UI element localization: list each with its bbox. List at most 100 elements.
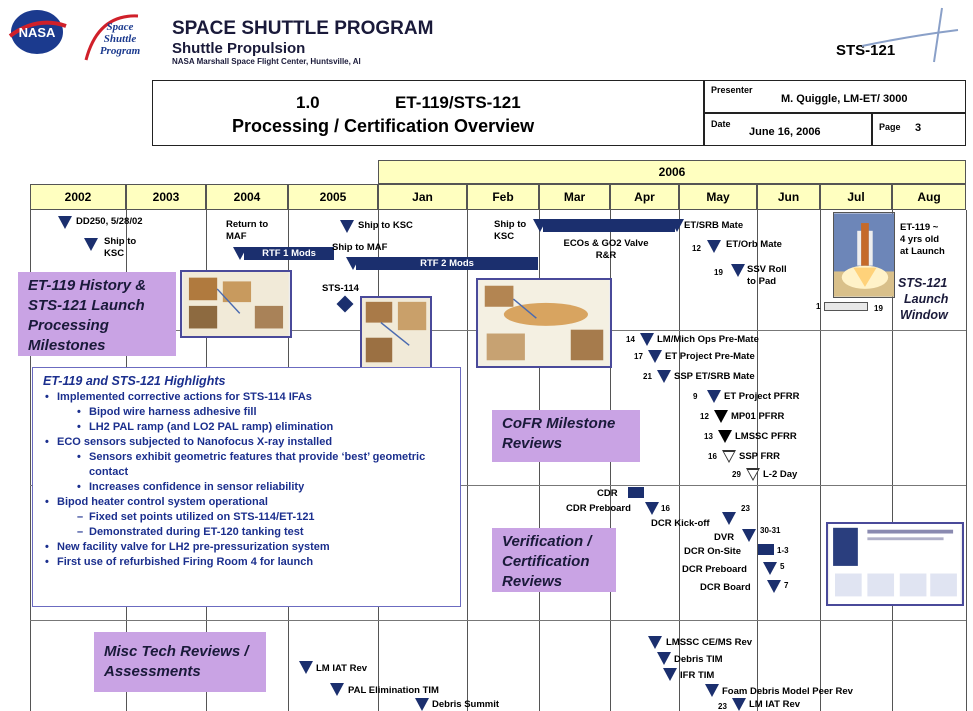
highlight-item: ECO sensors subjected to Nanofocus X-ray… [43, 435, 450, 450]
cofr-milestone-marker [648, 350, 662, 363]
debris-tim-label: Debris TIM [674, 654, 723, 665]
program-subtitle: Shuttle Propulsion [172, 40, 306, 57]
highlight-item: Bipod wire harness adhesive fill [43, 405, 450, 420]
cofr-event-number: 16 [708, 452, 717, 461]
eco-go2-line2: R&R [595, 250, 617, 261]
launch-window-bar [824, 302, 868, 311]
page-subtitle: Processing / Certification Overview [232, 116, 535, 136]
et-processing-photo-1 [180, 270, 292, 338]
column-header: 2002 [30, 184, 126, 210]
dcr-onsite-bar [758, 544, 774, 555]
cofr-event-label: ET Project PFRR [724, 391, 800, 402]
highlight-item: Fixed set points utilized on STS-114/ET-… [43, 510, 450, 525]
highlights-list: Implemented corrective actions for STS-1… [43, 390, 450, 570]
verification-section-label: Verification / Certification Reviews [492, 528, 616, 592]
ssp-logo-line-3: Program [100, 45, 141, 57]
et-processing-photo-2 [360, 296, 432, 370]
highlight-item: Sensors exhibit geometric features that … [43, 450, 450, 480]
milestone-marker [705, 684, 719, 697]
cofr-milestone-marker [722, 450, 736, 463]
column-header: Feb [467, 184, 539, 210]
history-label-line4: Milestones [28, 337, 106, 354]
milestone-marker [299, 661, 313, 674]
column-header: 2005 [288, 184, 378, 210]
cofr-milestone-marker [640, 333, 654, 346]
sts114-label: STS-114 [322, 283, 359, 294]
history-section-label: ET-119 History & STS-121 Launch Processi… [18, 272, 176, 356]
history-label-line2: STS-121 Launch [28, 297, 145, 314]
ssp-logo-line-2: Shuttle [104, 33, 137, 45]
misc-section-label: Misc Tech Reviews / Assessments [94, 632, 266, 692]
cofr-milestone-marker [746, 468, 760, 481]
column-header: 2003 [126, 184, 206, 210]
column-header: Jul [820, 184, 892, 210]
milestone-marker [340, 220, 354, 233]
et119-age-line1: ET-119 ~ [900, 222, 939, 233]
milestone-marker [663, 668, 677, 681]
dcr-kickoff-num: 23 [741, 504, 750, 513]
space-shuttle-program-logo: Space Shuttle Program [84, 14, 141, 61]
et119-age-line3: at Launch [900, 246, 945, 257]
column-header: Apr [610, 184, 679, 210]
ship-ksc-1-line1: Ship to [104, 236, 137, 247]
cdr-bar [628, 487, 644, 498]
misc-label-line2: Assessments [104, 663, 201, 680]
misc-label-line1: Misc Tech Reviews / [104, 643, 249, 660]
cofr-milestone-marker [718, 430, 732, 443]
column-header: Jun [757, 184, 820, 210]
milestone-marker [415, 698, 429, 711]
cofr-event-label: SSP ET/SRB Mate [674, 371, 755, 382]
mission-label: STS-121 [836, 42, 896, 59]
rtf2-bar: RTF 2 Mods [356, 257, 538, 270]
grid-line [966, 210, 967, 711]
cdr-preboard-num: 16 [661, 504, 670, 513]
highlights-title: ET-119 and STS-121 Highlights [43, 374, 226, 388]
grid-line [757, 210, 758, 711]
page-label: Page [879, 122, 901, 132]
year-2006-header: 2006 [378, 160, 966, 184]
grid-line [30, 210, 31, 711]
cofr-milestone-marker [707, 390, 721, 403]
dcr-board-label: DCR Board [700, 582, 751, 593]
milestone-marker [763, 562, 777, 575]
presenter-value: M. Quiggle, LM-ET/ 3000 [781, 93, 908, 105]
verification-label-line2: Certification [502, 553, 590, 570]
eco-go2-bar [543, 219, 675, 232]
pal-tim-label: PAL Elimination TIM [348, 685, 439, 696]
milestone-marker [731, 264, 745, 277]
page-box: Page 3 [872, 113, 966, 146]
cofr-section-label: CoFR Milestone Reviews [492, 410, 640, 462]
lm-iat-1-label: LM IAT Rev [316, 663, 368, 674]
dvr-label: DVR [714, 532, 735, 543]
dcr-preboard-label: DCR Preboard [682, 564, 747, 575]
rtf1-bar: RTF 1 Mods [244, 247, 334, 260]
ship-ksc-3-line1: Ship to [494, 219, 527, 230]
milestone-marker [645, 502, 659, 515]
center-location: NASA Marshall Space Flight Center, Hunts… [172, 57, 361, 66]
ssv-num: 19 [714, 268, 723, 277]
dvr-num: 30-31 [760, 526, 781, 535]
date-value: June 16, 2006 [749, 126, 821, 138]
cofr-event-number: 29 [732, 470, 741, 479]
page-title: ET-119/STS-121 [395, 93, 521, 112]
milestone-marker [330, 683, 344, 696]
grid-line [820, 210, 821, 711]
grid-line [467, 210, 468, 711]
cofr-event-number: 21 [643, 372, 652, 381]
ssp-logo-line-1: Space [107, 21, 134, 33]
dcr-kickoff-label: DCR Kick-off [651, 518, 710, 529]
cofr-event-number: 17 [634, 352, 643, 361]
cofr-event-number: 14 [626, 335, 635, 344]
history-label-line1: ET-119 History & [28, 277, 147, 294]
window-start-num: 1 [816, 302, 821, 311]
presenter-label: Presenter [711, 85, 753, 95]
dcr-onsite-label: DCR On-Site [684, 546, 741, 557]
column-header: 2004 [206, 184, 288, 210]
cofr-event-label: LMSSC PFRR [735, 431, 797, 442]
milestone-marker [767, 580, 781, 593]
cofr-milestone-marker [714, 410, 728, 423]
et-processing-photo-3 [476, 278, 612, 368]
et-orb-num: 12 [692, 244, 701, 253]
highlight-item: Increases confidence in sensor reliabili… [43, 480, 450, 495]
ship-ksc-1-line2: KSC [104, 248, 125, 259]
